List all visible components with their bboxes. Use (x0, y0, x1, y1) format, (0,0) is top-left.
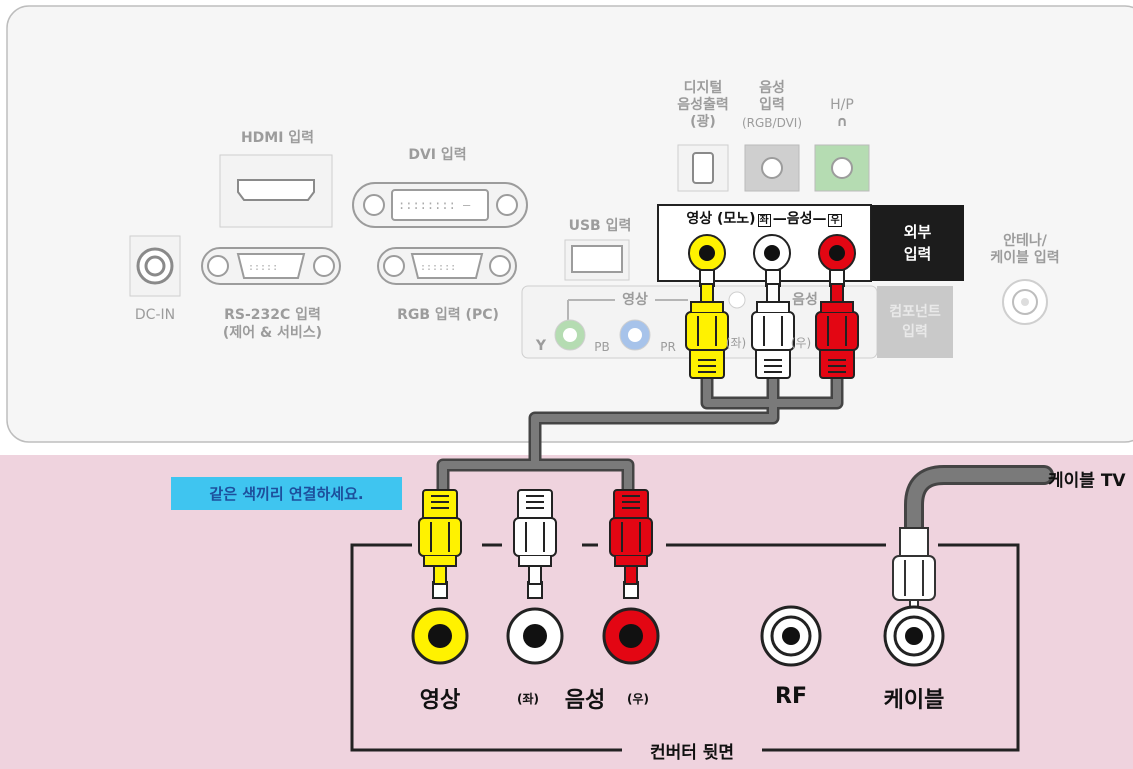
instruction-banner: 같은 색끼리 연결하세요. (171, 477, 402, 510)
av-right-label: 우 (828, 214, 842, 227)
comp-audio-label: 음성 (792, 292, 818, 308)
headphone-port (814, 144, 870, 192)
rgb-pc-port: :::::: (377, 247, 517, 285)
converter-jacks (411, 605, 945, 667)
svg-text::::::: ::::: (248, 262, 278, 273)
av-audio-label: 음성 (786, 211, 813, 227)
hdmi-label: HDMI 입력 (240, 130, 315, 146)
audio-in-label-3: (RGB/DVI) (741, 116, 803, 130)
converter-rf-label: RF (775, 684, 807, 709)
svg-text::::::::: —: :::::::: — (398, 198, 471, 212)
converter-audio-label: 음성 (564, 688, 606, 713)
optical-label-2: 음성출력 (677, 97, 729, 113)
converter-caption: 컨버터 뒷면 (649, 743, 735, 763)
component-label-2: 입력 (902, 324, 928, 340)
converter-left-label: (좌) (516, 692, 539, 706)
comp-left-label: (좌) (725, 336, 747, 350)
rgb-pc-label: RGB 입력 (PC) (397, 307, 499, 323)
av-left-label: 좌 (757, 214, 771, 227)
comp-pb-label: PB (594, 340, 610, 354)
ext-input-label-1: 외부 (903, 223, 932, 241)
hp-label: H/P (830, 97, 854, 113)
ext-input-label-2: 입력 (903, 245, 932, 263)
optical-port (677, 144, 729, 192)
dc-in-port (129, 235, 181, 297)
converter-video-label: 영상 (419, 688, 461, 713)
antenna-label-1: 안테나/ (1003, 233, 1047, 249)
audio-in-label-2: 입력 (759, 97, 785, 113)
component-label-1: 컴포넌트 (889, 304, 941, 320)
rs232-label-1: RS-232C 입력 (224, 307, 321, 323)
rs232-label-2: (제어 & 서비스) (222, 325, 323, 341)
tv-av-jacks (688, 234, 856, 272)
dvi-label: DVI 입력 (408, 147, 467, 163)
svg-text:::::::: :::::: (420, 262, 456, 273)
cable-tv-label: 케이블 TV (1048, 471, 1126, 491)
antenna-port (1002, 279, 1048, 325)
converter-cable-label: 케이블 (883, 688, 945, 713)
antenna-label-2: 케이블 입력 (990, 250, 1060, 266)
rs232c-port: ::::: (201, 247, 341, 285)
usb-label: USB 입력 (568, 218, 632, 234)
av-video-label: 영상 (모노) (686, 211, 756, 227)
dc-in-label: DC-IN (134, 307, 176, 323)
converter-right-label: (우) (626, 692, 649, 706)
cable-tv-line (892, 465, 1054, 615)
usb-port (564, 239, 630, 281)
pink-background (0, 455, 1133, 769)
av-header: 영상 (모노)좌—음성—우 (686, 211, 842, 227)
converter-box (350, 543, 1020, 752)
comp-right-label: (우) (790, 336, 812, 350)
dvi-port: :::::::: — (352, 182, 528, 228)
optical-label-3: (광) (690, 114, 716, 130)
comp-pr-label: PR (660, 340, 676, 354)
hdmi-port (219, 154, 333, 228)
audio-in-label-1: 음성 (759, 80, 785, 96)
audio-in-port (744, 144, 800, 192)
headphone-icon: ∩ (836, 114, 848, 130)
comp-video-label: 영상 (615, 292, 655, 309)
comp-y-label: Y (535, 338, 547, 354)
optical-label-1: 디지털 (683, 80, 723, 96)
